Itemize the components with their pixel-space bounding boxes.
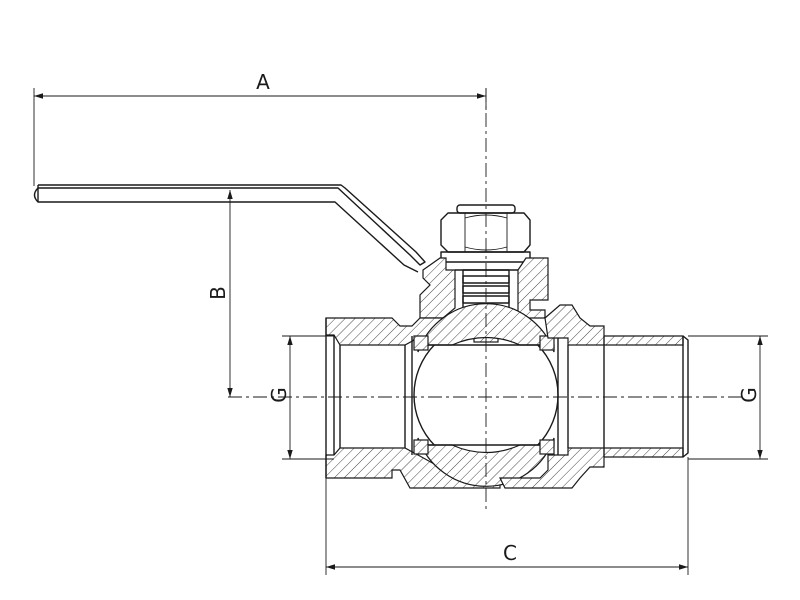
dimension-a-label: A [256,70,270,94]
valve-ball [413,303,559,487]
stem-nut [440,204,531,263]
dimension-g-left-label: G [267,387,291,403]
dimension-a: A [33,70,487,186]
ball-seats [411,335,559,455]
dimension-b: B [206,190,233,397]
dimension-c: C [325,457,689,575]
dimension-g-left: G [267,335,334,460]
centre-lines [228,88,742,510]
body-right-section [499,304,689,489]
dimension-c-label: C [503,541,517,565]
dimension-g-right-label: G [737,387,761,403]
dimension-b-label: B [206,286,230,300]
dimension-g-right: G [688,335,768,460]
body-left-section [325,317,501,489]
lever-handle [33,184,426,273]
